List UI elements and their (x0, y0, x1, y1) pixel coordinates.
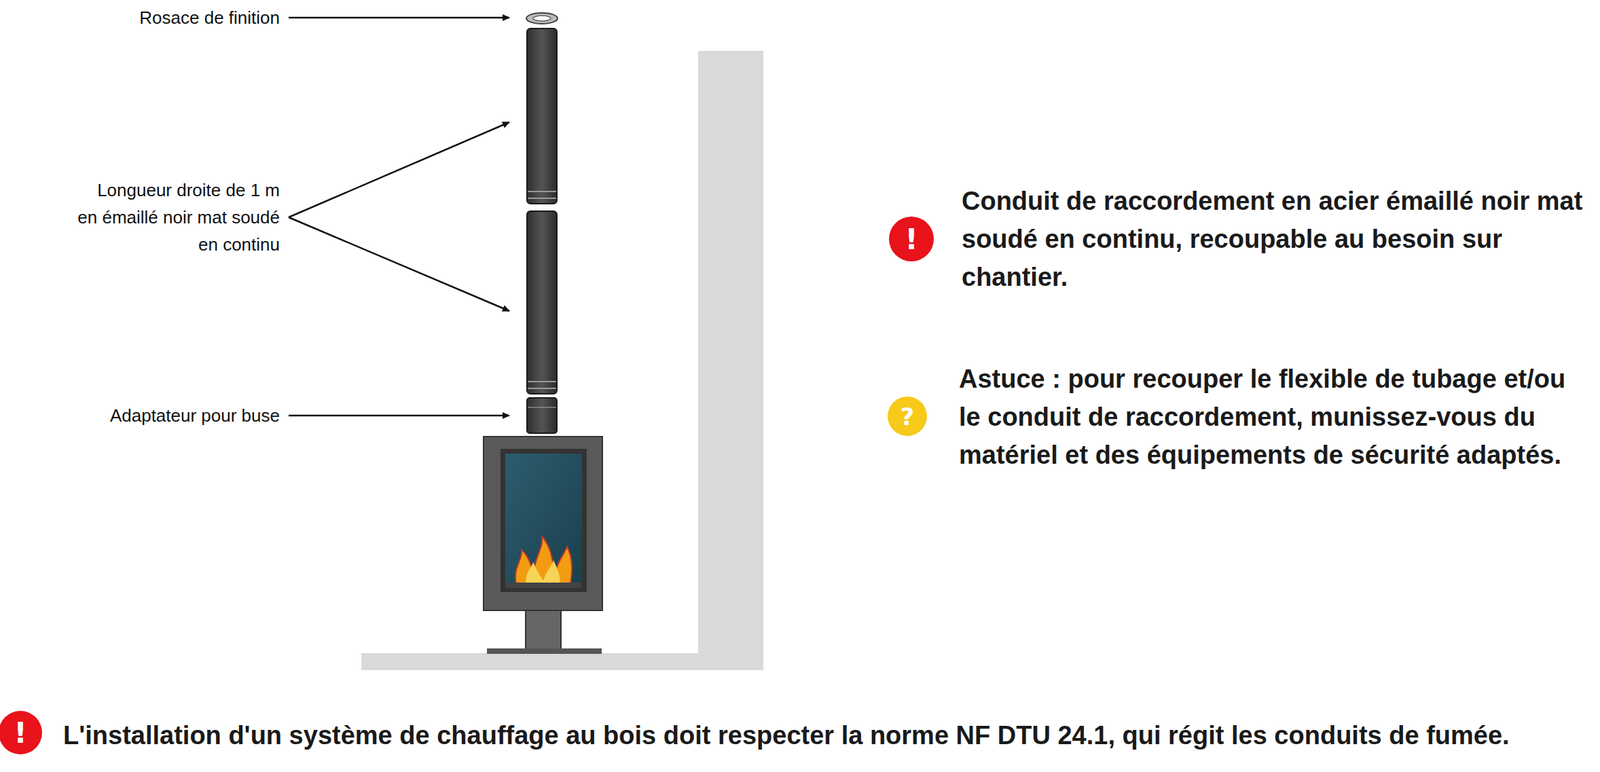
icon-glyph: ? (900, 402, 915, 431)
tip-text: Astuce : pour recouper le flexible de tu… (958, 359, 1591, 475)
note-text: Conduit de raccordement en acier émaillé… (961, 182, 1587, 297)
icon-glyph: ! (13, 716, 27, 750)
warning-icon: ! (0, 711, 43, 755)
icon-glyph: ! (904, 222, 918, 257)
warning-icon: ! (888, 216, 934, 262)
part-label: Longueur droite de 1 m en émaillé noir m… (76, 176, 280, 259)
part-label: Adaptateur pour buse (35, 402, 280, 430)
part-label: Rosace de finition (35, 4, 280, 32)
tip-icon: ? (887, 396, 927, 436)
norm-note: L'installation d'un système de chauffage… (63, 716, 1524, 755)
